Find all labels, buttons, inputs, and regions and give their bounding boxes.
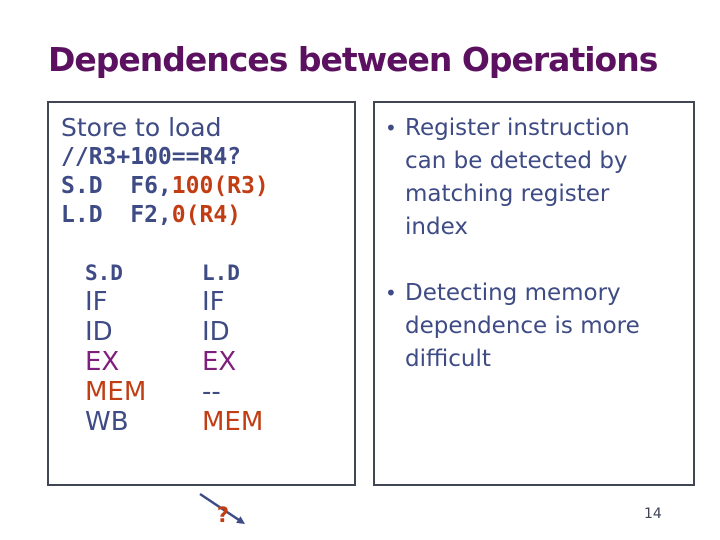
bullet-memory-dependence: • Detecting memory dependence is more di… — [385, 277, 687, 376]
stage-store-if: IF — [85, 287, 108, 317]
code-load-operand: 0(R4) — [171, 202, 242, 228]
stage-store-wb: WB — [85, 407, 129, 437]
dependence-arrow-icon: ? — [199, 492, 245, 527]
page-title: Dependences between Operations — [48, 40, 658, 79]
pipeline-diagram: S.D IF ID EX MEM WB L.D IF ID EX -- MEM — [85, 259, 354, 437]
bullet-memory-text: Detecting memory dependence is more diff… — [405, 280, 640, 372]
bullet-icon: • — [385, 281, 397, 305]
stage-load-ex: EX — [202, 347, 237, 377]
bullet-register-text: Register instruction can be detected by … — [405, 115, 630, 240]
code-store-operand: 100(R3) — [171, 173, 269, 199]
notes-box: • Register instruction can be detected b… — [373, 101, 695, 486]
code-line-store: S.D F6,100(R3) — [61, 172, 354, 201]
store-load-example-box: Store to load //R3+100==R4? S.D F6,100(R… — [47, 101, 356, 527]
pipeline-column-store: S.D IF ID EX MEM WB — [85, 259, 202, 437]
stage-load-mem: MEM — [202, 407, 264, 437]
bullet-icon: • — [385, 116, 397, 140]
example-heading: Store to load — [61, 113, 222, 142]
stage-load-if: IF — [202, 287, 225, 317]
pipeline-column-load: L.D IF ID EX -- MEM — [202, 259, 319, 437]
stage-load-stall: -- — [202, 377, 221, 407]
pipeline-store-header: S.D — [85, 261, 123, 285]
code-line-load: L.D F2,0(R4) — [61, 201, 354, 230]
stage-store-ex: EX — [85, 347, 120, 377]
code-load-prefix: L.D F2, — [61, 202, 172, 228]
bullet-register-dependence: • Register instruction can be detected b… — [385, 112, 687, 244]
code-store-prefix: S.D F6, — [61, 173, 172, 199]
page-number: 14 — [644, 506, 662, 522]
stage-load-id: ID — [202, 317, 230, 347]
arrow-question-label: ? — [217, 503, 229, 527]
code-comment-line: //R3+100==R4? — [61, 144, 242, 170]
stage-store-id: ID — [85, 317, 113, 347]
stage-store-mem: MEM — [85, 377, 147, 407]
pipeline-load-header: L.D — [202, 261, 240, 285]
